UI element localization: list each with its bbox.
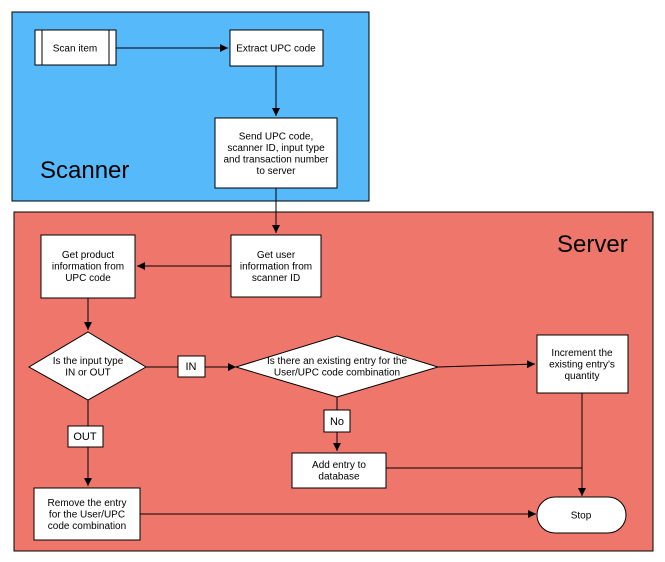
out-label-box (67, 425, 104, 448)
no-label: No (330, 416, 344, 428)
scan-item-node (34, 29, 117, 66)
get-user-node (230, 234, 322, 298)
stop-terminator (536, 496, 627, 534)
in-label-box (177, 355, 206, 378)
stop-label: Stop (571, 511, 592, 522)
scan-item-label: Scan item (53, 44, 97, 55)
server-lane-title: Server (557, 231, 628, 258)
existing-entry-decision (234, 335, 440, 398)
get-product-node (40, 234, 136, 299)
extract-upc-label: Extract UPC code (236, 44, 316, 55)
send-upc-node (214, 117, 338, 189)
extract-upc-node (229, 29, 324, 67)
in-label: IN (186, 361, 197, 373)
out-label: OUT (73, 431, 97, 443)
increment-node (536, 334, 629, 394)
edge-existing-yes (437, 360, 536, 369)
scanner-lane-title: Scanner (40, 157, 129, 184)
input-type-decision (27, 331, 147, 401)
no-label-box (323, 409, 351, 433)
remove-entry-node (33, 487, 141, 541)
add-entry-node (291, 452, 387, 489)
